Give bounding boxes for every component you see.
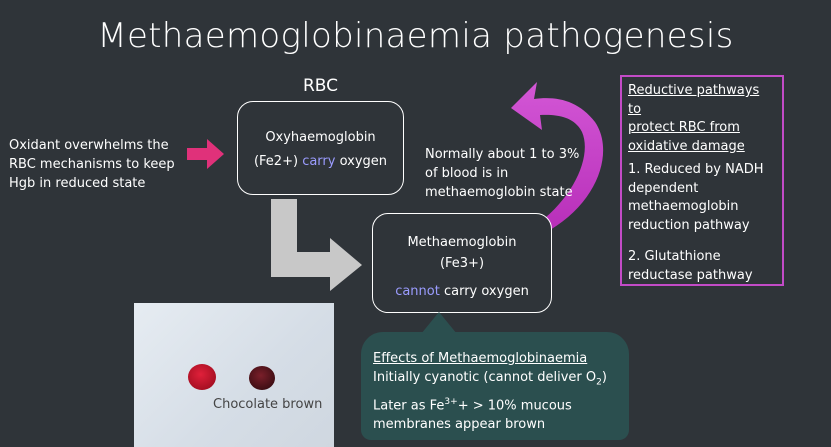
met-line2: (Fe3+) xyxy=(439,256,485,271)
slide-title: Methaemoglobinaemia pathogenesis xyxy=(97,16,734,56)
effects-line3: membranes appear brown xyxy=(373,416,546,432)
reductive-heading: Reductive pathways to protect RBC from o… xyxy=(628,83,760,154)
reductive-item-1: 1. Reduced by NADH dependent methaemoglo… xyxy=(628,162,764,233)
reductive-pathways-box: Reductive pathways to protect RBC from o… xyxy=(620,75,784,286)
oxidant-text: Oxidant overwhelms the RBC mechanisms to… xyxy=(9,136,175,193)
oxidant-line: Hgb in reduced state xyxy=(9,176,146,191)
effects-callout: Effects of Methaemoglobinaemia Initially… xyxy=(361,332,629,440)
met-line3: cannot carry oxygen xyxy=(395,284,529,299)
effects-heading: Effects of Methaemoglobinaemia xyxy=(373,351,588,366)
normal-line: methaemoglobin state xyxy=(425,185,573,200)
blood-sample-photo: Chocolate brown xyxy=(134,303,334,447)
oxy-line1: Oxyhaemoglobin xyxy=(265,130,376,145)
effects-line2: Later as Fe3++ > 10% mucous xyxy=(373,396,572,413)
reduction-curved-arrow xyxy=(511,82,604,230)
cannot-highlight: cannot xyxy=(395,284,440,299)
oxidant-line: RBC mechanisms to keep xyxy=(9,157,175,172)
brown-blood-drop xyxy=(249,366,275,390)
methaemoglobin-box: Methaemoglobin (Fe3+) cannot carry oxyge… xyxy=(372,213,552,313)
effects-line1: Initially cyanotic (cannot deliver O2) xyxy=(373,370,607,388)
oxidant-line: Oxidant overwhelms the xyxy=(9,138,169,153)
grey-flow-arrow xyxy=(271,199,362,291)
rbc-label: RBC xyxy=(303,76,339,96)
oxyhaemoglobin-box: Oxyhaemoglobin (Fe2+) carry oxygen xyxy=(237,101,404,195)
photo-caption: Chocolate brown xyxy=(213,397,323,412)
met-line1: Methaemoglobin xyxy=(407,235,517,250)
normal-blood-drop xyxy=(188,364,216,390)
blood-drops-image xyxy=(188,364,275,390)
normal-line: Normally about 1 to 3% xyxy=(425,147,580,162)
oxy-line2: (Fe2+) carry oxygen xyxy=(253,154,388,169)
carry-highlight: carry xyxy=(302,154,336,169)
normal-level-text: Normally about 1 to 3% of blood is in me… xyxy=(425,145,579,202)
normal-line: of blood is in xyxy=(425,166,509,181)
oxidant-arrow xyxy=(187,139,224,169)
reductive-item-2: 2. Glutathione reductase pathway xyxy=(628,249,753,283)
